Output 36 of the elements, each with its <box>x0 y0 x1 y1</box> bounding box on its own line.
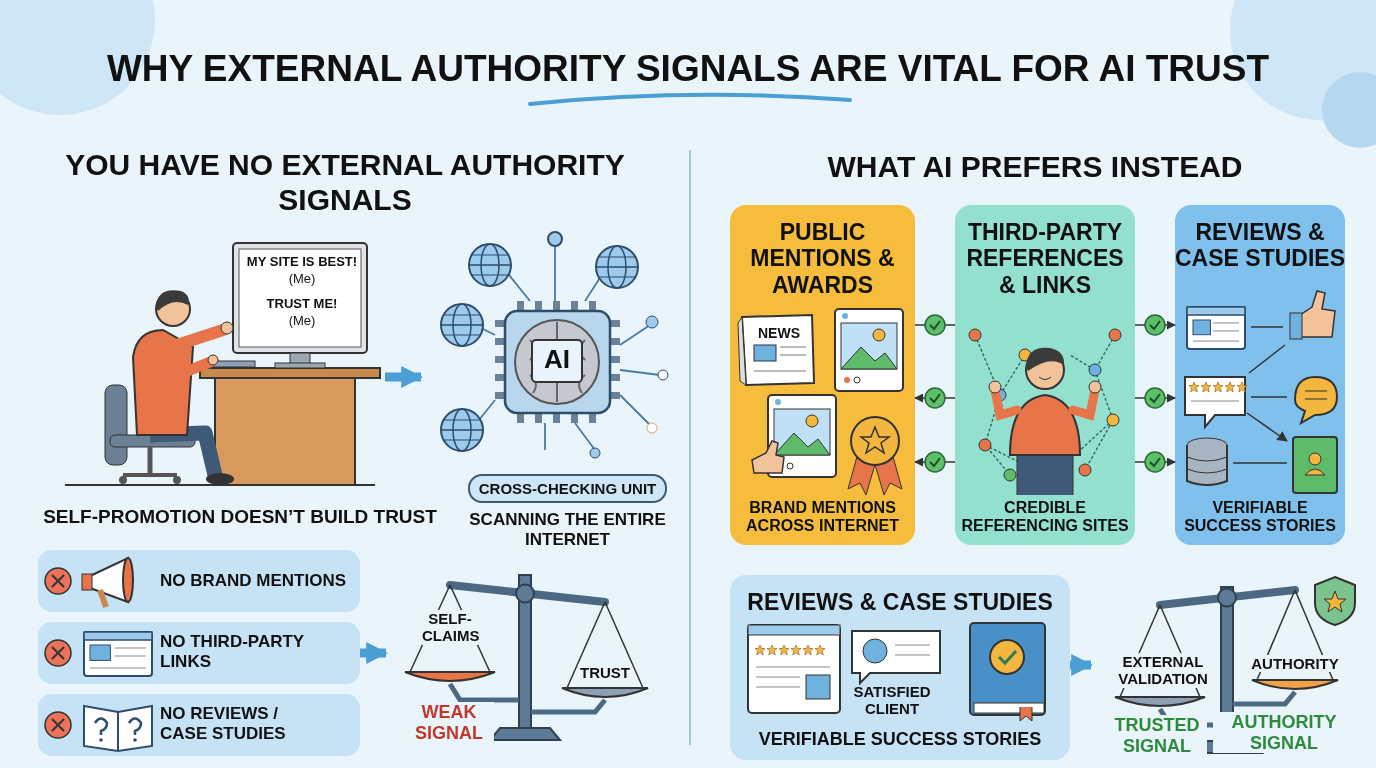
screen-text: (Me) <box>287 272 317 287</box>
panel-caption: CREDIBLE REFERENCING SITES <box>960 499 1130 536</box>
client-label: SATISFIED CLIENT <box>852 683 932 718</box>
screen-text: MY SITE IS BEST! <box>245 255 359 270</box>
pan-label: AUTHORITY <box>1250 655 1340 673</box>
missing-signal-row <box>38 694 360 756</box>
unit-badge: CROSS-CHECKING UNIT <box>468 474 667 504</box>
panel-heading: REVIEWS & CASE STUDIES <box>1175 219 1345 272</box>
panel-caption: VERIFIABLE SUCCESS STORIES <box>1183 499 1337 536</box>
row-label: NO BRAND MENTIONS <box>160 571 348 591</box>
signal-panel <box>1175 205 1345 545</box>
arrow <box>360 642 389 664</box>
description-label: SELF-PROMOTION DOESN’T BUILD TRUST <box>42 506 438 528</box>
pan-label: SELF-CLAIMS <box>422 610 478 645</box>
missing-signal-row <box>38 550 360 612</box>
panel-caption: BRAND MENTIONS ACROSS INTERNET <box>745 499 900 536</box>
section-heading: YOU HAVE NO EXTERNAL AUTHORITY SIGNALS <box>64 148 626 217</box>
panel-heading: REVIEWS & CASE STUDIES <box>746 589 1054 616</box>
description-label: SCANNING THE ENTIRE INTERNET <box>468 510 667 550</box>
panel-caption: VERIFIABLE SUCCESS STORIES <box>757 729 1043 750</box>
arrow <box>1070 654 1094 676</box>
missing-signal-row <box>38 622 360 684</box>
evidence-panel <box>730 575 1070 760</box>
newspaper-headline: NEWS <box>757 325 801 342</box>
screen-text: (Me) <box>287 314 317 329</box>
chip-label: AI <box>543 345 571 375</box>
panel-heading: PUBLIC MENTIONS & AWARDS <box>749 219 896 299</box>
row-label: NO REVIEWS / CASE STUDIES <box>160 704 287 744</box>
screen-text: TRUST ME! <box>265 297 339 312</box>
arrow <box>385 366 424 388</box>
signal-panel <box>730 205 915 545</box>
title: WHY EXTERNAL AUTHORITY SIGNALS ARE VITAL FOR AI TRUST <box>105 48 1271 91</box>
section-heading: WHAT AI PREFERS INSTEAD <box>826 150 1244 185</box>
panel-heading: THIRD-PARTY REFERENCES & LINKS <box>965 219 1125 299</box>
signal-panel <box>955 205 1135 545</box>
row-label: NO THIRD-PARTY LINKS <box>160 632 305 672</box>
